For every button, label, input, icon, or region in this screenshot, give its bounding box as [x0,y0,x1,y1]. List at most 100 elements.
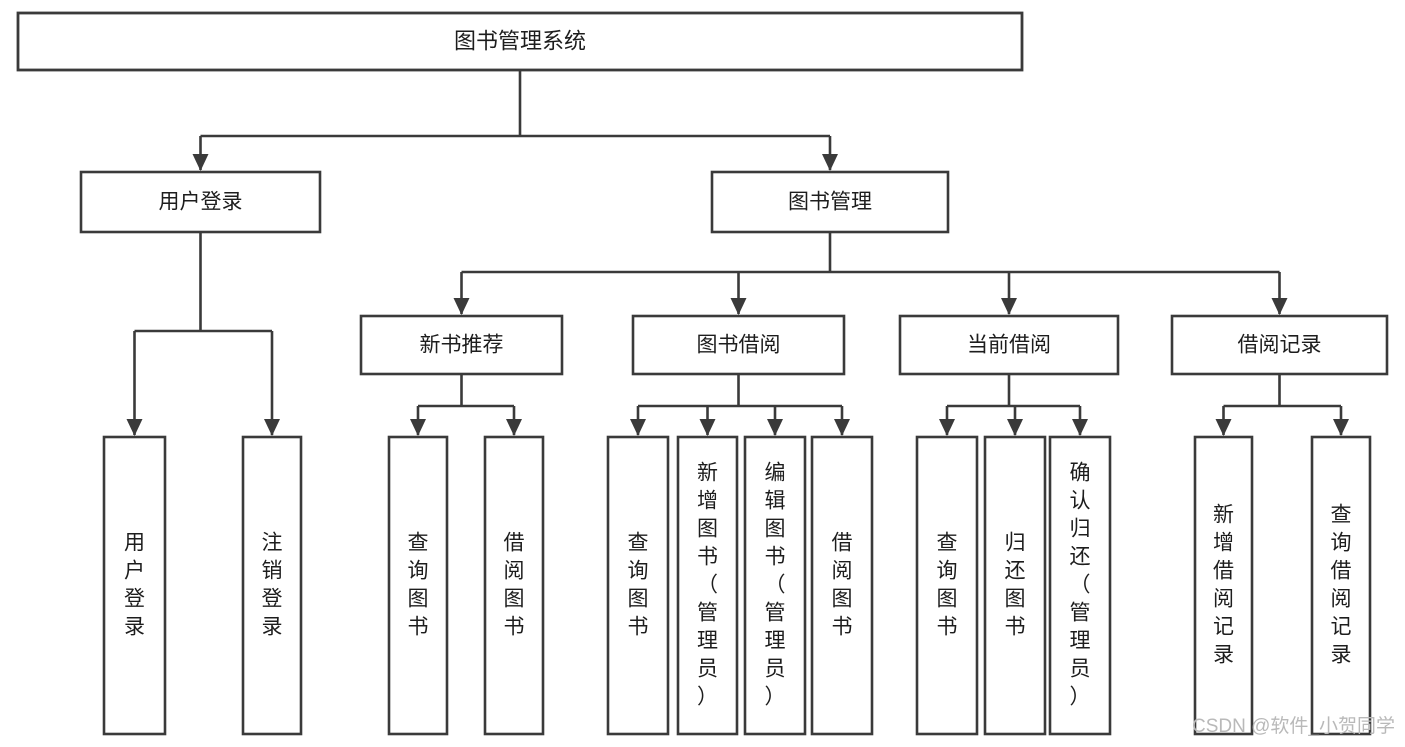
node-root[interactable]: 图书管理系统 [16,11,1024,72]
connector-arrowhead [264,419,280,436]
node-current-borrow[interactable]: 当前借阅 [898,314,1120,376]
leaf-leaf-query-book-current-char: 询 [937,560,958,583]
leaf-leaf-borrow-book-char: 阅 [832,560,853,583]
leaf-leaf-edit-book-admin-char: 辑 [765,490,786,513]
leaf-leaf-edit-book-admin-char: 理 [765,630,786,653]
leaf-leaf-edit-book-admin-char: 管 [765,602,786,625]
leaf-leaf-confirm-return-admin-char: 员 [1070,658,1091,681]
leaf-leaf-add-borrow-record-char: 增 [1213,532,1234,555]
node-user-login-rect [79,170,322,234]
leaf-leaf-query-borrow-record-char: 询 [1331,532,1352,555]
leaf-leaf-query-book-borrow-char: 图 [628,588,649,611]
leaf-leaf-query-borrow-record-char: 阅 [1331,588,1352,611]
node-new-book-recommend-rect [359,314,564,376]
node-book-borrow-rect [631,314,846,376]
leaf-leaf-confirm-return-admin-char: 确 [1070,462,1091,485]
leaf-leaf-borrow-book-recommend-char: 书 [504,616,525,639]
leaf-leaf-query-book-current-char: 书 [937,616,958,639]
leaf-leaf-borrow-book-recommend-rect [483,435,545,736]
connector-arrowhead [822,154,838,171]
leaf-leaf-add-borrow-record-char: 借 [1213,560,1234,583]
leaf-leaf-confirm-return-admin-char: 归 [1070,518,1091,541]
connector-arrowhead [1072,419,1088,436]
leaf-leaf-add-book-admin-char: 员 [697,658,718,681]
leaf-leaf-borrow-book-char: 书 [832,616,853,639]
leaf-leaf-query-book-borrow-char: 查 [628,532,649,555]
leaf-leaf-add-book-admin-char: 管 [697,602,718,625]
connector-arrowhead [506,419,522,436]
leaf-leaf-logout-char: 注 [262,532,283,555]
leaf-leaf-edit-book-admin-char: 图 [765,518,786,541]
connector-arrowhead [1001,298,1017,315]
connector-layer [126,70,1349,436]
connector-arrowhead [630,419,646,436]
node-new-book-recommend[interactable]: 新书推荐 [359,314,564,376]
leaf-leaf-add-book-admin-char: ） [697,686,718,709]
node-book-borrow[interactable]: 图书借阅 [631,314,846,376]
connector-arrowhead [1333,419,1349,436]
connector-arrowhead [730,298,747,315]
leaf-leaf-user-login-rect [102,435,167,736]
node-book-management[interactable]: 图书管理 [710,170,950,234]
node-current-borrow-label: 当前借阅 [967,334,1051,357]
connector-arrowhead [939,419,955,436]
connector-arrowhead [453,298,470,315]
leaf-leaf-query-book-borrow-char: 询 [628,560,649,583]
leaf-leaf-add-book-admin-rect [676,435,739,736]
connector-arrowhead [126,419,143,436]
leaf-leaf-confirm-return-admin-rect [1048,435,1112,736]
node-root-label: 图书管理系统 [454,28,586,53]
leaf-leaf-logout-rect [241,435,303,736]
leaf-leaf-confirm-return-admin-char: ） [1070,686,1091,709]
leaf-leaf-query-book-current-rect [915,435,979,736]
connector-arrowhead [767,419,783,436]
leaf-leaf-add-borrow-record-char: 记 [1213,616,1234,639]
leaf-leaf-edit-book-admin-char: ） [765,686,786,709]
node-user-login-label: 用户登录 [159,191,243,214]
leaf-leaf-borrow-book-recommend-char: 阅 [504,560,525,583]
leaf-leaf-add-borrow-record-char: 录 [1213,644,1234,667]
leaf-leaf-query-borrow-record-rect [1310,435,1372,736]
leaf-leaf-user-login-char: 录 [124,616,145,639]
leaf-leaf-add-book-admin-char: 图 [697,518,718,541]
leaf-leaf-edit-book-admin-char: 员 [765,658,786,681]
connector-arrowhead [834,419,850,436]
leaf-leaf-logout-char: 登 [262,588,283,611]
leaf-leaf-query-book-borrow-rect [606,435,670,736]
node-borrow-record[interactable]: 借阅记录 [1170,314,1389,376]
leaf-leaf-logout-char: 销 [262,560,283,583]
leaf-leaf-edit-book-admin-char: 书 [765,546,786,569]
leaf-leaf-add-book-admin-char: 增 [697,490,718,513]
node-current-borrow-rect [898,314,1120,376]
leaf-leaf-query-book-recommend-char: 查 [408,532,429,555]
leaf-leaf-confirm-return-admin-char: 管 [1070,602,1091,625]
leaf-leaf-query-book-recommend-char: 询 [408,560,429,583]
csdn-watermark: CSDN @软件_小贺同学 [1192,715,1395,737]
node-root-rect [16,11,1024,72]
leaf-leaf-borrow-book-char: 借 [832,532,853,555]
leaf-leaf-return-book-char: 图 [1005,588,1026,611]
node-new-book-recommend-label: 新书推荐 [420,334,504,357]
leaf-leaf-user-login[interactable]: 用户登录 [102,435,167,736]
node-user-login[interactable]: 用户登录 [79,170,322,234]
leaf-leaf-borrow-book-rect [810,435,874,736]
connector-arrowhead [1271,298,1288,315]
leaf-leaf-add-borrow-record-char: 新 [1213,504,1234,527]
leaf-leaf-user-login-char: 户 [124,560,145,583]
leaf-leaf-confirm-return-admin-char: 还 [1070,546,1091,569]
leaf-leaf-borrow-book-recommend-char: 借 [504,532,525,555]
